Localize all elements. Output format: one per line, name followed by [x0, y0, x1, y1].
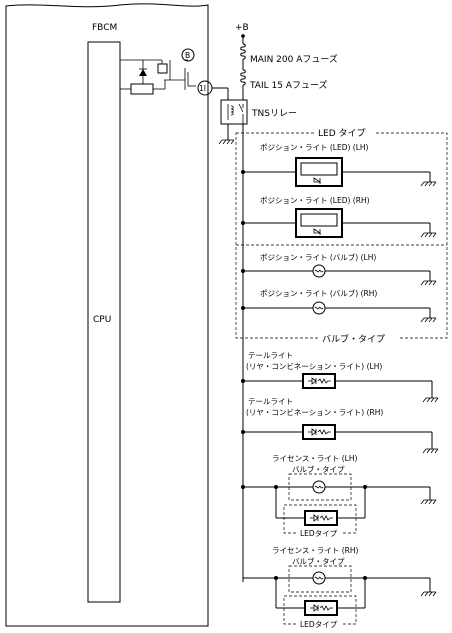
- lic-rh-label-line1: ライセンス・ライト (RH): [272, 546, 359, 555]
- bulb-type-section-label: バルブ・タイプ: [322, 333, 385, 345]
- cpu-block: [87, 41, 121, 603]
- ground-symbol: [420, 181, 437, 187]
- connector-b-circle: [181, 48, 195, 62]
- ground-symbol: [420, 317, 437, 323]
- tail-fuse-symbol: [240, 69, 246, 86]
- lic-rh-label-line2: バルブ・タイプ: [292, 556, 345, 566]
- pos-led-lh-label: ポジション・ライト (LED) (LH): [260, 143, 369, 152]
- pos-led-rh-label: ポジション・ライト (LED) (RH): [260, 196, 370, 205]
- terminal-1i-label: 1I: [199, 84, 206, 93]
- ground-symbol: [420, 232, 437, 238]
- cpu-label: CPU: [93, 315, 111, 325]
- driver-resistor: [130, 83, 154, 95]
- ground-symbol: [420, 280, 437, 286]
- fbcm-label: FBCM: [92, 23, 117, 33]
- pos-bulb-lh-label: ポジション・ライト (バルブ) (LH): [260, 252, 376, 262]
- connector-b-label: B: [185, 51, 190, 60]
- lic-lh-led-label: LEDタイプ: [300, 529, 338, 538]
- ground-symbol: [420, 591, 437, 597]
- tail-rh-label-line1: テールライト: [248, 397, 293, 406]
- led-type-section-label: LED タイプ: [318, 128, 366, 139]
- supply-label: +B: [235, 23, 249, 33]
- main-fuse-symbol: [240, 43, 246, 60]
- lic-lh-label-line1: ライセンス・ライト (LH): [272, 454, 357, 463]
- diode-symbol: [139, 69, 147, 76]
- tail-lh-label-line2: (リヤ・コンビネーション・ライト) (LH): [246, 362, 382, 371]
- lic-lh-bulb-dashed-box: [288, 473, 352, 501]
- ground-symbol: [422, 397, 439, 403]
- ground-symbol: [422, 448, 439, 454]
- relay-label: TNSリレー: [251, 109, 297, 119]
- tail-fuse-label: TAIL 15 Aフューズ: [249, 79, 328, 91]
- lic-rh-led-label: LEDタイプ: [300, 620, 338, 629]
- pos-bulb-rh-label: ポジション・ライト (バルブ) (RH): [260, 288, 377, 298]
- ground-symbol: [420, 499, 437, 505]
- main-fuse-label: MAIN 200 Aフューズ: [250, 53, 338, 65]
- tail-lh-label-line1: テールライト: [248, 351, 293, 360]
- tail-rh-label-line2: (リヤ・コンビネーション・ライト) (RH): [246, 408, 383, 417]
- relay-ground-symbol: [218, 139, 235, 145]
- fbcm-driver-circuit: B: [120, 48, 196, 95]
- lic-rh-bulb-dashed-box: [288, 565, 352, 593]
- fbcm-module-outline: [5, 3, 209, 627]
- lic-lh-label-line2: バルブ・タイプ: [292, 464, 345, 474]
